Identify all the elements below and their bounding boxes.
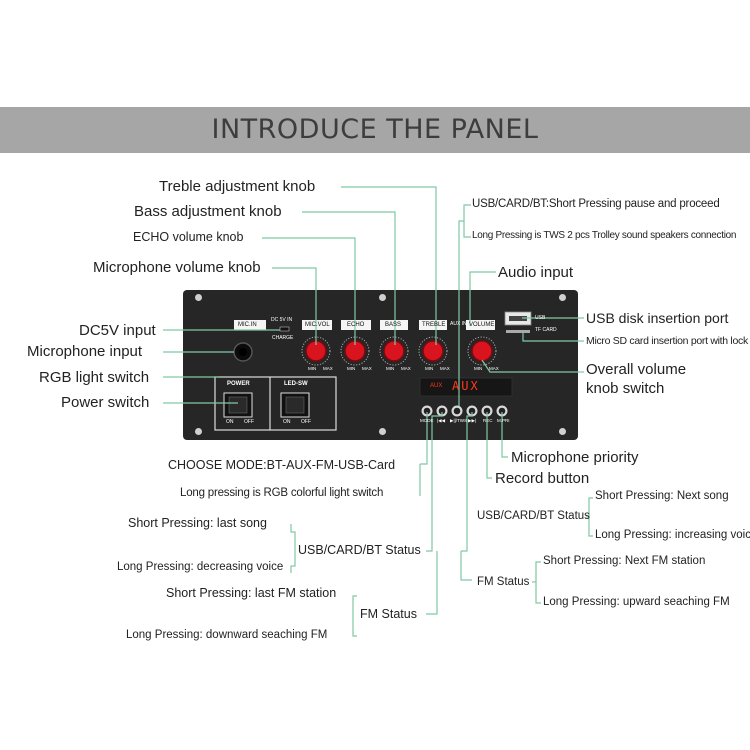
label-short-last-song: Short Pressing: last song	[128, 516, 267, 530]
mic-vol-label-box	[302, 320, 332, 330]
label-audio-input: Audio input	[498, 264, 574, 281]
volume-text: VOLUME	[469, 322, 495, 328]
rec-btn-text: REC	[483, 418, 493, 423]
mic-in-label-box	[234, 320, 266, 330]
label-short-next-fm: Short Pressing: Next FM station	[543, 555, 706, 567]
bass-knob-icon	[379, 336, 409, 366]
label-short-last-fm: Short Pressing: last FM station	[166, 586, 337, 600]
off-text: OFF	[301, 419, 311, 425]
mpri-btn-text: M.PRI	[497, 418, 510, 423]
play-btn-text: ▶||/TWS	[450, 418, 468, 423]
screw-icon	[559, 294, 566, 301]
mic-vol-text: MIC.VOL	[305, 322, 330, 328]
label-overall-volume-switch: knob switch	[586, 380, 665, 397]
prev-button-icon	[436, 405, 448, 417]
play-button-icon	[451, 405, 463, 417]
min-text: MIN	[347, 366, 356, 371]
label-dc5v-input: DC5V input	[79, 322, 156, 339]
volume-label-box	[466, 320, 495, 330]
bass-text: BASS	[385, 322, 402, 328]
label-choose-mode: CHOOSE MODE:BT-AUX-FM-USB-Card	[168, 458, 396, 472]
screw-icon	[195, 428, 202, 435]
usb-text: USB	[535, 315, 546, 321]
label-overall-volume: Overall volume	[586, 361, 687, 378]
label-long-up-fm: Long Pressing: upward seaching FM	[543, 596, 730, 608]
rec-button-icon	[481, 405, 493, 417]
display-text: AUX	[452, 379, 480, 393]
charge-text: CHARGE	[272, 335, 294, 341]
screw-icon	[379, 294, 386, 301]
label-mic-volume-knob: Microphone volume knob	[93, 259, 261, 276]
screw-icon	[559, 428, 566, 435]
label-usb-status-right: USB/CARD/BT Status	[477, 510, 590, 522]
label-usb-status-left: USB/CARD/BT Status	[298, 543, 421, 557]
mpri-button-icon	[496, 405, 508, 417]
prev-btn-text: |◀◀	[437, 418, 446, 423]
tf-card-text: TF CARD	[535, 327, 557, 333]
label-bass-knob: Bass adjustment knob	[134, 203, 282, 220]
banner-title: INTRODUCE THE PANEL	[211, 114, 539, 145]
on-text: ON	[226, 419, 234, 425]
max-text: MAX	[440, 366, 450, 371]
label-fm-status-left: FM Status	[360, 607, 417, 621]
next-button-icon	[466, 405, 478, 417]
min-text: MIN	[474, 366, 483, 371]
title-banner: INTRODUCE THE PANEL	[0, 107, 750, 153]
label-usb-long-press: Long Pressing is TWS 2 pcs Trolley sound…	[472, 230, 737, 241]
treble-text: TREBLE	[422, 322, 446, 328]
max-text: MAX	[401, 366, 411, 371]
power-text: POWER	[227, 381, 250, 387]
min-text: MIN	[308, 366, 317, 371]
screw-icon	[195, 294, 202, 301]
label-sd-port: Micro SD card insertion port with lock	[586, 335, 748, 347]
dc5v-port-icon	[279, 326, 290, 332]
label-mic-priority: Microphone priority	[511, 449, 639, 466]
mic-in-text: MIC.IN	[238, 322, 257, 328]
label-short-next-song: Short Pressing: Next song	[595, 490, 729, 502]
label-treble-knob: Treble adjustment knob	[159, 178, 316, 195]
bass-label-box	[380, 320, 408, 330]
leader-lines	[163, 186, 593, 637]
label-long-decrease: Long Pressing: decreasing voice	[117, 561, 284, 573]
treble-knob-icon	[418, 336, 448, 366]
max-text: MAX	[489, 366, 499, 371]
treble-label-box	[419, 320, 447, 330]
echo-label-box	[341, 320, 371, 330]
label-echo-knob: ECHO volume knob	[133, 230, 244, 244]
mode-btn-text: MODE	[420, 418, 434, 423]
min-text: MIN	[425, 366, 434, 371]
display-small-text: AUX	[430, 383, 443, 389]
label-record-button: Record button	[495, 470, 590, 487]
mode-button-icon	[421, 405, 433, 417]
tf-slot-icon	[506, 330, 530, 333]
mic-jack-hole-icon	[239, 348, 247, 356]
label-long-increase: Long Pressing: increasing voice	[595, 529, 750, 541]
label-rgb-switch: RGB light switch	[39, 369, 150, 386]
led-sw-text: LED-SW	[284, 381, 308, 387]
label-long-down-fm: Long Pressing: downward seaching FM	[126, 629, 328, 641]
usb-slot-icon	[509, 316, 527, 321]
max-text: MAX	[362, 366, 372, 371]
label-fm-status-right: FM Status	[477, 576, 530, 588]
led-display	[419, 377, 513, 397]
label-power-switch: Power switch	[61, 394, 150, 411]
label-usb-short-press: USB/CARD/BT:Short Pressing pause and pro…	[472, 198, 720, 210]
on-text: ON	[283, 419, 291, 425]
label-long-rgb: Long pressing is RGB colorful light swit…	[180, 487, 384, 499]
echo-text: ECHO	[347, 322, 365, 328]
max-text: MAX	[323, 366, 333, 371]
next-btn-text: ▶▶|	[468, 418, 477, 423]
label-mic-input: Microphone input	[27, 343, 143, 360]
aux-in-text: AUX IN	[450, 321, 467, 327]
dc5v-text: DC 5V IN	[271, 317, 293, 323]
screw-icon	[379, 428, 386, 435]
label-usb-port: USB disk insertion port	[586, 310, 729, 326]
off-text: OFF	[244, 419, 254, 425]
min-text: MIN	[386, 366, 395, 371]
